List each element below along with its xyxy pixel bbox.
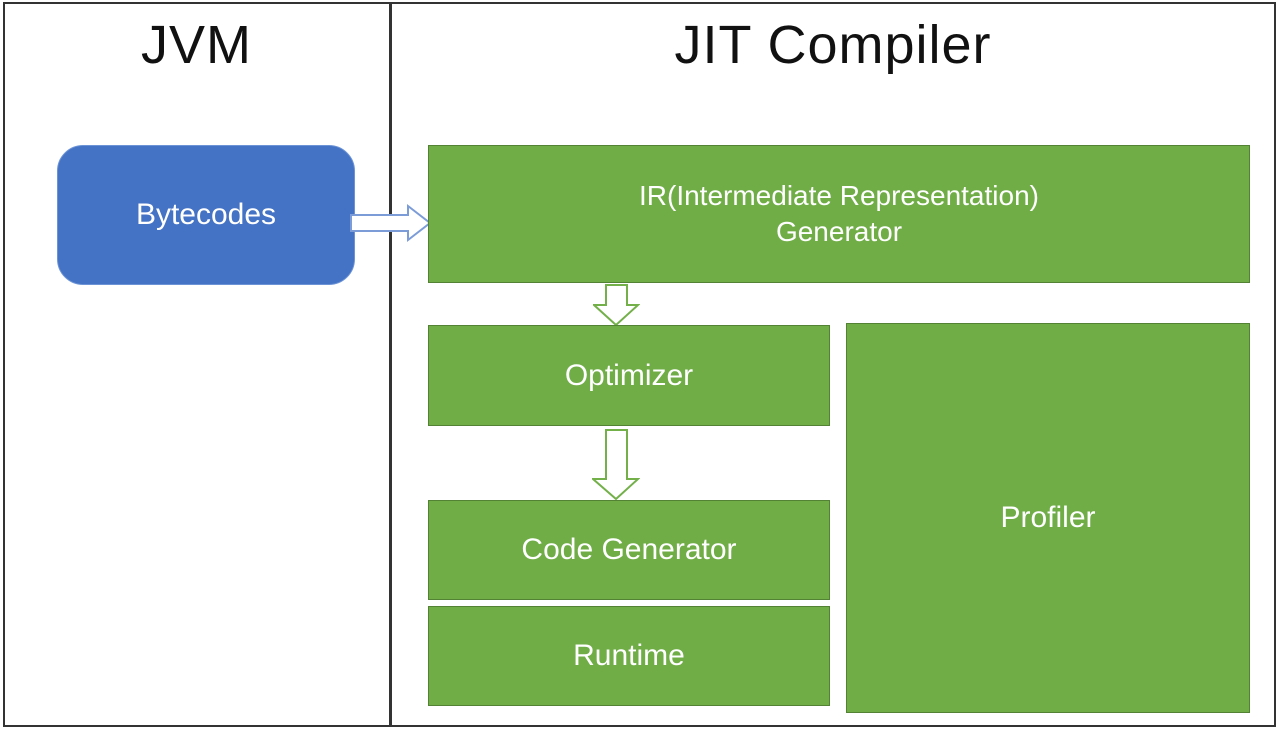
optimizer-node-label: Optimizer — [564, 358, 694, 392]
ir-generator-node: IR(Intermediate Representation) Generato… — [428, 145, 1250, 283]
profiler-node: Profiler — [846, 323, 1250, 713]
runtime-node-label: Runtime — [573, 639, 685, 672]
arrow-down-icon — [592, 429, 640, 500]
optimizer-node: Optimizer — [428, 325, 830, 426]
bytecodes-node-label: Bytecodes — [135, 198, 277, 231]
jvm-panel-title: JVM — [141, 15, 252, 75]
jit-compiler-panel-title: JIT Compiler — [674, 15, 992, 75]
profiler-node-label: Profiler — [1000, 501, 1096, 534]
arrow-right-icon — [350, 203, 432, 243]
bytecodes-node: Bytecodes — [57, 145, 355, 285]
runtime-node: Runtime — [428, 606, 830, 706]
code-generator-node: Code Generator — [428, 500, 830, 600]
ir-generator-label-line2: Generator — [775, 216, 903, 247]
code-generator-node-label: Code Generator — [521, 533, 737, 566]
arrow-down-icon — [593, 284, 640, 326]
outer-frame — [3, 2, 1276, 727]
panel-divider — [389, 2, 392, 727]
ir-generator-label-line1: IR(Intermediate Representation) — [639, 180, 1039, 211]
